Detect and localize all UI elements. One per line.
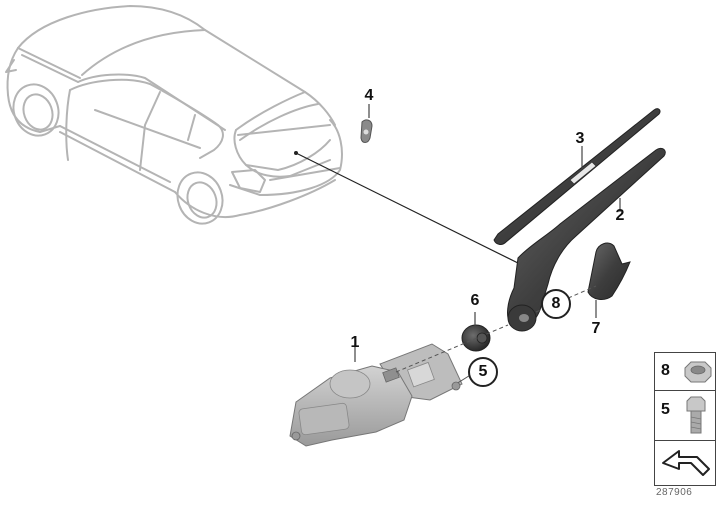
bolt-part-5[interactable] [451, 381, 461, 391]
callout-1[interactable]: 1 [350, 334, 360, 351]
car-outline-drawing [5, 5, 343, 225]
legend-label-8: 8 [661, 362, 670, 379]
fastener-legend: 8 5 [654, 352, 716, 486]
callout-6[interactable]: 6 [470, 292, 480, 309]
legend-row-nut[interactable]: 8 [655, 353, 715, 391]
wiper-motor-part-1[interactable] [289, 343, 463, 447]
drawing-number: 287906 [656, 487, 693, 498]
callout-8[interactable]: 8 [541, 289, 571, 319]
callout-7[interactable]: 7 [591, 320, 601, 337]
grommet-part-6[interactable] [461, 312, 491, 352]
wiper-blade-part-3[interactable] [493, 108, 661, 245]
wiper-arm-part-2[interactable] [507, 147, 666, 332]
clip-part-4[interactable] [360, 104, 373, 143]
callout-3[interactable]: 3 [575, 130, 585, 147]
legend-row-arrow[interactable] [655, 441, 715, 485]
assembly-axis-line [395, 324, 509, 373]
hex-nut-icon [684, 361, 712, 383]
location-leader-line [294, 151, 529, 269]
torque-arrow-icon [662, 450, 710, 476]
callout-2[interactable]: 2 [615, 207, 625, 224]
cover-cap-part-7[interactable] [587, 242, 631, 318]
callout-4[interactable]: 4 [364, 87, 374, 104]
legend-label-5: 5 [661, 401, 670, 418]
legend-row-bolt[interactable]: 5 [655, 391, 715, 441]
callout-5[interactable]: 5 [468, 357, 498, 387]
hex-bolt-icon [686, 396, 706, 434]
